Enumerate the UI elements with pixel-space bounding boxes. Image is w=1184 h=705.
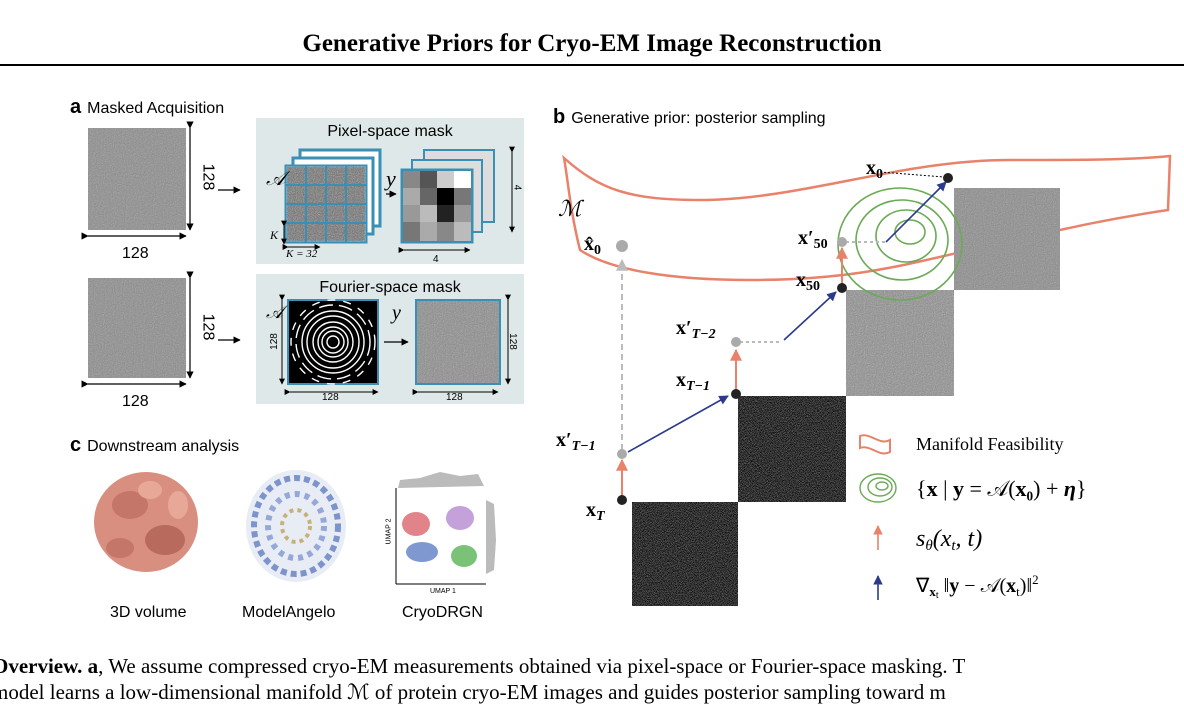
posterior-sampling-diagram: ℳ x̂0 x′T−1 xT x′T−2 xT−1 x′50 x50 x0 Ma…: [556, 154, 1172, 606]
legend-contour-icon: [859, 473, 897, 503]
patch-stack: [284, 148, 382, 244]
f128-left-label: 128: [268, 333, 280, 350]
svg-text:x50: x50: [796, 269, 820, 294]
panel-c-letter: c: [70, 434, 82, 456]
node-x50: [837, 283, 847, 293]
f128-right-label: 128: [506, 333, 518, 350]
panel-a-figure: [81, 118, 524, 585]
label-3d-volume: 3D volume: [110, 604, 187, 621]
svg-text:x′T−1: x′T−1: [556, 429, 596, 454]
page-header: Generative Priors for Cryo-EM Image Reco…: [0, 0, 1184, 66]
3d-volume-render: [94, 472, 198, 572]
umap2-label: UMAP 2: [385, 518, 393, 545]
measurement-y-pixel: y: [386, 166, 396, 191]
f128-bottom-label: 128: [322, 392, 339, 403]
legend-gradient: ∇xt ‖y − 𝒜(xt)‖2: [915, 572, 1039, 601]
figure-caption-line-1: Overview. a, We assume compressed cryo-E…: [0, 654, 966, 678]
node-xprime-T-2: [731, 337, 741, 347]
node-xprime-50: [837, 237, 847, 247]
svg-text:x′50: x′50: [798, 227, 828, 252]
manifold-band: [562, 154, 1172, 282]
panel-c-title: Downstream analysis: [87, 438, 240, 455]
cryodrgn-umap: [395, 472, 496, 585]
pixel-mask-title: Pixel-space mask: [327, 123, 453, 140]
modelangelo-render: [246, 470, 346, 582]
label-cryodrgn: CryoDRGN: [402, 604, 483, 621]
panel-b-letter: b: [553, 106, 566, 128]
label-modelangelo: ModelAngelo: [242, 604, 336, 621]
svg-text:xT−1: xT−1: [676, 369, 710, 394]
svg-text:xT: xT: [586, 499, 606, 524]
figure-caption-line-2: model learns a low-dimensional manifold …: [0, 680, 946, 704]
panel-a-title: Masked Acquisition: [87, 100, 225, 117]
dim-128-1-bottom: 128: [122, 245, 149, 262]
legend-score: sθ(xt, t): [916, 526, 982, 554]
likelihood-contours: [837, 187, 963, 301]
k-eq-label: K = 32: [286, 248, 318, 260]
f128-bottom2-label: 128: [446, 392, 463, 403]
manifold-label: ℳ: [558, 196, 585, 221]
page-title: Generative Priors for Cryo-EM Image Reco…: [302, 30, 882, 57]
dim-128-1-right: 128: [199, 163, 217, 191]
legend: Manifold Feasibility {x | y = 𝒜(x₀) + η}…: [859, 434, 1087, 601]
four-bottom-label: 4: [433, 254, 439, 265]
legend-constraint-set: {x | y = 𝒜(x₀) + η}: [916, 476, 1087, 501]
fourier-mask-image: [287, 299, 379, 385]
operator-a-fourier: 𝒜: [266, 302, 284, 323]
panel-c-label: c Downstream analysis: [70, 434, 239, 457]
measurement-stack: [400, 149, 495, 244]
node-xT-1: [731, 389, 741, 399]
legend-manifold-icon: [859, 434, 891, 455]
k-label: K: [270, 228, 279, 242]
node-xT: [617, 495, 627, 505]
measurement-y-fourier: y: [392, 302, 401, 324]
svg-text:x̂0: x̂0: [584, 233, 601, 258]
panel-b-label: b Generative prior: posterior sampling: [553, 106, 826, 129]
svg-text:x′T−2: x′T−2: [676, 317, 716, 342]
panel-b-title: Generative prior: posterior sampling: [571, 110, 826, 127]
fourier-mask-title: Fourier-space mask: [319, 279, 461, 296]
legend-manifold-feasibility: Manifold Feasibility: [916, 434, 1064, 454]
operator-a-pixel: 𝒜: [266, 166, 285, 190]
dim-128-2-right: 128: [199, 313, 217, 341]
svg-text:x0: x0: [866, 157, 883, 182]
panel-a-letter: a: [70, 96, 82, 118]
dim-128-2-bottom: 128: [122, 393, 149, 410]
umap1-label: UMAP 1: [430, 588, 456, 595]
node-xprime-T-1: [617, 449, 627, 459]
four-right-label: 4: [511, 184, 523, 191]
node-x0: [943, 173, 953, 183]
node-xhat0: [616, 240, 628, 252]
panel-a-label: a Masked Acquisition: [70, 96, 224, 119]
